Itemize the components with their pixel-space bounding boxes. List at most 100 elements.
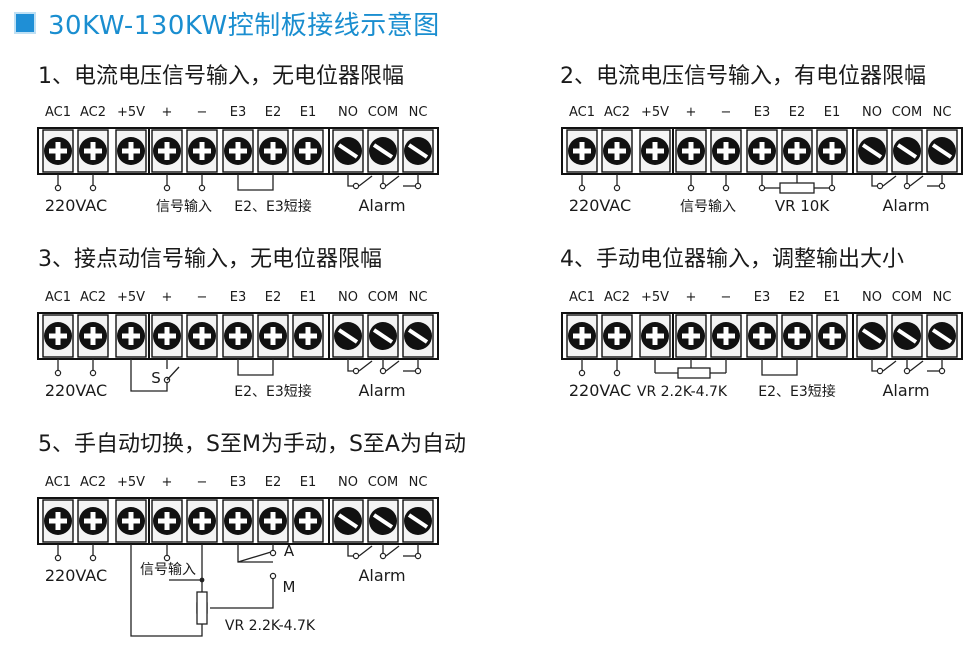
short-wire bbox=[237, 359, 274, 376]
section-3-title: 3、接点动信号输入，无电位器限幅 bbox=[38, 247, 382, 272]
screw-slot bbox=[128, 142, 134, 160]
wire-node bbox=[414, 367, 422, 375]
terminal-label-7: E1 bbox=[824, 290, 841, 305]
relay-contact bbox=[909, 175, 924, 187]
terminal-label-1: AC2 bbox=[604, 290, 630, 305]
screw-slot bbox=[270, 512, 276, 530]
screw-slot bbox=[55, 327, 61, 345]
terminal-label-9: COM bbox=[368, 105, 399, 120]
screw-slot bbox=[235, 142, 241, 160]
wire-node bbox=[938, 367, 946, 375]
terminal-label-9: COM bbox=[368, 290, 399, 305]
screw-slot bbox=[579, 142, 585, 160]
wire bbox=[871, 359, 877, 372]
screw-slot bbox=[128, 327, 134, 345]
screw-slot bbox=[794, 142, 800, 160]
relay-contact bbox=[385, 175, 400, 187]
section-4-title: 4、手动电位器输入，调整输出大小 bbox=[560, 247, 904, 272]
signal-node bbox=[198, 184, 206, 192]
screw-slot bbox=[829, 142, 835, 160]
wire-node bbox=[379, 552, 387, 560]
screw-slot bbox=[305, 512, 311, 530]
screw-slot bbox=[407, 143, 429, 159]
screw-slot bbox=[896, 143, 918, 159]
resistor-vr-icon bbox=[677, 367, 711, 379]
screw-slot bbox=[270, 327, 276, 345]
wire-node bbox=[269, 549, 277, 557]
screw-slot bbox=[235, 512, 241, 530]
screw-slot bbox=[90, 142, 96, 160]
terminal-label-6: E2 bbox=[265, 475, 282, 490]
wire-node bbox=[269, 572, 277, 580]
power-node bbox=[578, 369, 586, 377]
screw-slot bbox=[579, 327, 585, 345]
terminal-label-6: E2 bbox=[265, 105, 282, 120]
wire-node bbox=[938, 182, 946, 190]
screw-slot bbox=[688, 142, 694, 160]
screw-slot bbox=[652, 327, 658, 345]
terminal-label-4: − bbox=[721, 290, 732, 305]
screw-slot bbox=[407, 513, 429, 529]
signal-node bbox=[722, 184, 730, 192]
terminal-label-1: AC2 bbox=[80, 290, 106, 305]
screw-slot bbox=[305, 327, 311, 345]
label-pos-m: M bbox=[283, 578, 296, 596]
wire-node bbox=[758, 184, 766, 192]
label-signal-input: 信号输入 bbox=[140, 562, 196, 578]
screw-slot bbox=[794, 327, 800, 345]
wire bbox=[347, 174, 353, 187]
manual-wire bbox=[210, 579, 274, 609]
terminal-label-7: E1 bbox=[300, 475, 317, 490]
screw-slot bbox=[337, 143, 359, 159]
wire-node bbox=[414, 182, 422, 190]
short-wire bbox=[237, 174, 274, 191]
page-title: 30KW-130KW控制板接线示意图 bbox=[48, 10, 440, 41]
terminal-label-0: AC1 bbox=[45, 290, 71, 305]
label-alarm: Alarm bbox=[358, 196, 405, 215]
screw-slot bbox=[337, 513, 359, 529]
label-vr-2-2k: VR 2.2K-4.7K bbox=[225, 618, 316, 634]
screw-slot bbox=[164, 512, 170, 530]
power-node bbox=[54, 554, 62, 562]
relay-contact bbox=[358, 545, 373, 557]
terminal-label-0: AC1 bbox=[569, 290, 595, 305]
screw-slot bbox=[55, 512, 61, 530]
terminal-label-3: + bbox=[162, 290, 173, 305]
label-alarm: Alarm bbox=[358, 381, 405, 400]
terminal-label-2: +5V bbox=[117, 475, 145, 490]
label-short-e2e3: E2、E3短接 bbox=[234, 383, 312, 400]
screw-slot bbox=[305, 142, 311, 160]
terminal-label-5: E3 bbox=[230, 475, 247, 490]
switch-wire bbox=[130, 359, 168, 392]
terminal-label-10: NC bbox=[933, 290, 952, 305]
terminal-label-5: E3 bbox=[230, 105, 247, 120]
wire-node bbox=[163, 554, 171, 562]
wire-node bbox=[414, 552, 422, 560]
label-alarm: Alarm bbox=[882, 381, 929, 400]
wire-node bbox=[903, 182, 911, 190]
screw-slot bbox=[614, 142, 620, 160]
label-220vac: 220VAC bbox=[45, 381, 107, 400]
terminal-label-2: +5V bbox=[641, 290, 669, 305]
terminal-label-8: NO bbox=[862, 290, 882, 305]
screw-slot bbox=[199, 512, 205, 530]
terminal-label-5: E3 bbox=[230, 290, 247, 305]
screw-slot bbox=[829, 327, 835, 345]
terminal-label-7: E1 bbox=[300, 105, 317, 120]
terminal-label-0: AC1 bbox=[45, 475, 71, 490]
wire-node bbox=[352, 367, 360, 375]
terminal-label-1: AC2 bbox=[80, 475, 106, 490]
screw-slot bbox=[614, 327, 620, 345]
label-alarm: Alarm bbox=[882, 196, 929, 215]
relay-contact bbox=[909, 360, 924, 372]
label-short-e2e3: E2、E3短接 bbox=[234, 198, 312, 215]
switch-contact bbox=[237, 551, 272, 563]
wire-node bbox=[379, 367, 387, 375]
screw-slot bbox=[90, 512, 96, 530]
label-220vac: 220VAC bbox=[45, 566, 107, 585]
screw-slot bbox=[372, 143, 394, 159]
screw-slot bbox=[407, 328, 429, 344]
